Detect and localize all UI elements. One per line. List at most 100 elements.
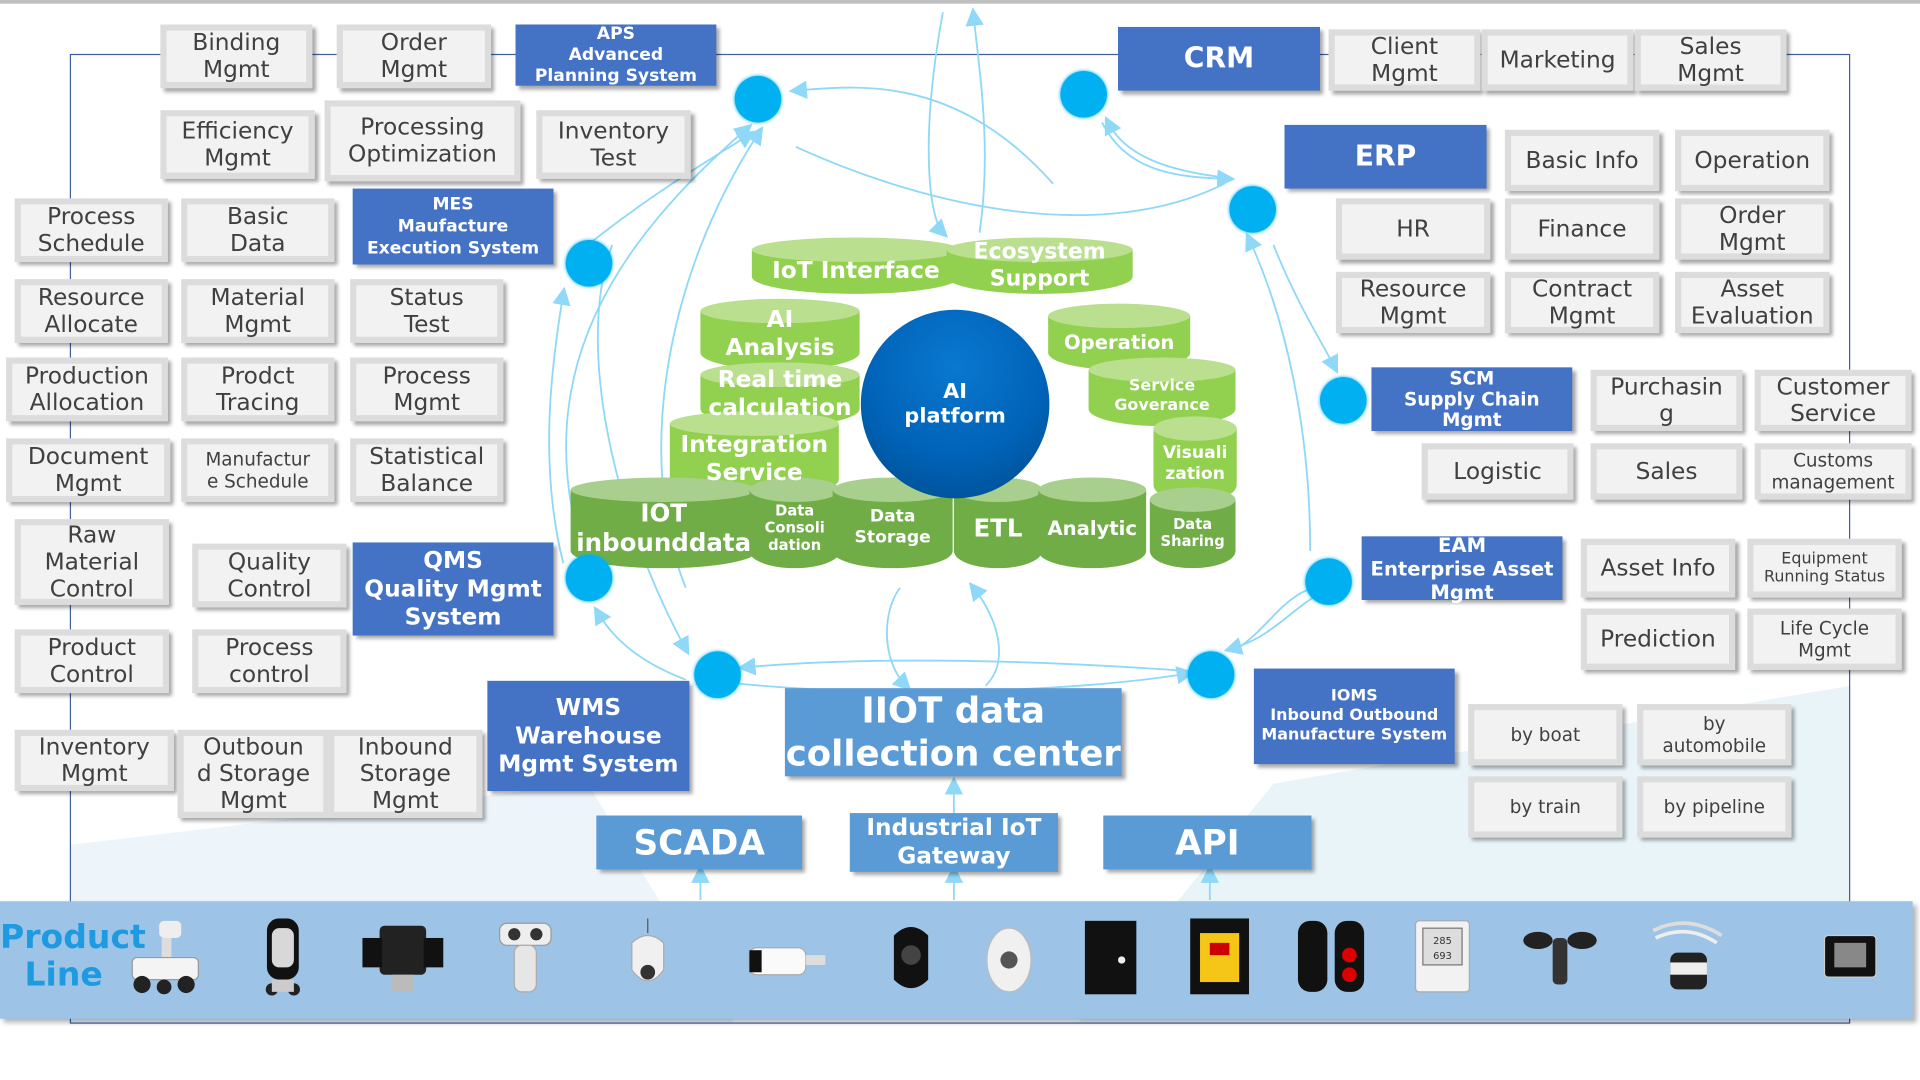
scm-system: SCM Supply Chain Mgmt bbox=[1371, 367, 1573, 432]
fisheye-camera-icon bbox=[986, 927, 1032, 993]
erp-module-contract-mgmt: Contract Mgmt bbox=[1504, 271, 1660, 334]
mes-module-resource-allocate: Resource Allocate bbox=[14, 279, 168, 343]
node-qms bbox=[565, 554, 613, 602]
beam-detector-icon bbox=[1297, 920, 1365, 992]
erp-module-order-mgmt: Order Mgmt bbox=[1675, 198, 1830, 260]
ioms-module-by-automobile: by automobile bbox=[1637, 704, 1792, 766]
mes-module-material-mgmt: Material Mgmt bbox=[181, 279, 335, 343]
mes-module-statistical-balance: Statistical Balance bbox=[350, 438, 504, 503]
module-iot-inbounddata: IOT inbounddata bbox=[570, 477, 757, 569]
aps-module-processing-optimization: Processing Optimization bbox=[324, 100, 521, 182]
aps-module-order-mgmt: Order Mgmt bbox=[336, 24, 492, 89]
alarm-panel-icon bbox=[1190, 918, 1249, 995]
access-terminal-icon bbox=[265, 918, 301, 996]
module-visualization: Visuali zation bbox=[1153, 416, 1237, 503]
node-aps bbox=[734, 75, 782, 123]
module-data-sharing: Data Sharing bbox=[1149, 487, 1236, 569]
module-analytic: Analytic bbox=[1038, 477, 1147, 569]
module-real-time-calculation: Real time calculation bbox=[700, 362, 860, 427]
svg-text:285: 285 bbox=[1433, 936, 1452, 947]
wms-system: WMS Warehouse Mgmt System bbox=[487, 680, 690, 792]
aps-module-efficiency-mgmt: Efficiency Mgmt bbox=[160, 110, 315, 179]
qms-module-raw-material-control: Raw Material Control bbox=[14, 519, 169, 605]
control-box-icon bbox=[1084, 920, 1137, 995]
erp-module-resource-mgmt: Resource Mgmt bbox=[1335, 271, 1491, 334]
eam-system: EAM Enterprise Asset Mgmt bbox=[1361, 533, 1563, 603]
floodlight-icon bbox=[1823, 934, 1877, 978]
mes-module-manufacture-schedule: Manufactur e Schedule bbox=[181, 438, 335, 503]
erp-module-asset-evaluation: Asset Evaluation bbox=[1675, 271, 1830, 334]
erp-system: ERP bbox=[1284, 124, 1487, 189]
ioms-module-by-boat: by boat bbox=[1468, 704, 1623, 766]
node-erp bbox=[1229, 186, 1276, 233]
erp-module-hr: HR bbox=[1335, 198, 1491, 260]
iiot-data-collection-center: IIOT data collection center bbox=[784, 688, 1122, 777]
mes-module-status-test: Status Test bbox=[350, 279, 504, 343]
mes-module-prodct-tracing: Prodct Tracing bbox=[181, 357, 335, 422]
speed-dome-icon bbox=[631, 918, 665, 982]
module-ai-analysis: AI Analysis bbox=[700, 298, 860, 370]
crm-module-marketing: Marketing bbox=[1481, 29, 1634, 91]
aps-module-inventory-test: Inventory Test bbox=[536, 110, 691, 179]
mes-module-document-mgmt: Document Mgmt bbox=[6, 438, 171, 503]
node-wms bbox=[694, 651, 741, 698]
module-data-consolidation: Data Consoli dation bbox=[749, 477, 841, 569]
qms-module-quality-control: Quality Control bbox=[192, 543, 347, 608]
ai-platform: AI platform bbox=[860, 309, 1050, 499]
mes-module-process-schedule: Process Schedule bbox=[14, 198, 168, 263]
module-integration-service: Integration Service bbox=[669, 411, 839, 498]
module-ecosystem-support: Ecosystem Support bbox=[946, 237, 1133, 294]
bullet-camera-icon bbox=[748, 947, 826, 976]
top-border bbox=[0, 0, 1920, 4]
crm-system: CRM bbox=[1117, 26, 1321, 91]
wms-module-inventory-mgmt: Inventory Mgmt bbox=[14, 729, 174, 792]
aps-module-binding-mgmt: Binding Mgmt bbox=[160, 24, 313, 89]
module-iot-interface: IoT Interface bbox=[751, 237, 961, 294]
ioms-module-by-pipeline: by pipeline bbox=[1637, 776, 1792, 838]
thermal-camera-icon bbox=[498, 922, 552, 993]
erp-module-basic-info: Basic Info bbox=[1504, 129, 1660, 192]
qms-system: QMS Quality Mgmt System bbox=[352, 542, 554, 636]
scm-module-customer-service: Customer Service bbox=[1754, 369, 1912, 432]
mes-module-basic-data: Basic Data bbox=[181, 198, 335, 263]
scm-module-sales: Sales bbox=[1590, 443, 1743, 500]
api-hub: API bbox=[1103, 815, 1312, 870]
node-eam bbox=[1305, 558, 1352, 605]
ioms-module-by-train: by train bbox=[1468, 776, 1623, 838]
product-line-bar bbox=[0, 901, 1913, 1019]
node-crm bbox=[1060, 71, 1107, 118]
mes-system: MES Maufacture Execution System bbox=[352, 188, 554, 265]
sensor-probe-icon bbox=[1652, 921, 1723, 990]
anemometer-icon bbox=[1523, 931, 1597, 985]
erp-module-finance: Finance bbox=[1504, 198, 1660, 260]
node-scm bbox=[1320, 377, 1367, 424]
eam-module-prediction: Prediction bbox=[1580, 608, 1736, 670]
product-line-label: Product Line bbox=[0, 918, 146, 995]
scm-module-purchasing: Purchasin g bbox=[1590, 369, 1743, 432]
qms-module-product-control: Product Control bbox=[14, 629, 169, 694]
crm-module-client-mgmt: Client Mgmt bbox=[1328, 29, 1481, 91]
mes-module-process-mgmt: Process Mgmt bbox=[350, 357, 504, 422]
scm-module-logistic: Logistic bbox=[1421, 443, 1574, 500]
crm-module-sales-mgmt: Sales Mgmt bbox=[1634, 29, 1787, 91]
scm-module-customs-management: Customs management bbox=[1754, 443, 1912, 500]
wms-module-inbound-storage-mgmt: Inbound Storage Mgmt bbox=[328, 729, 483, 818]
eam-module-life-cycle-mgmt: Life Cycle Mgmt bbox=[1747, 608, 1902, 670]
aps-system: APS Advanced Planning System bbox=[515, 24, 717, 86]
mes-module-production-allocation: Production Allocation bbox=[6, 357, 168, 422]
patrol-robot-icon bbox=[131, 920, 199, 995]
erp-module-operation: Operation bbox=[1675, 129, 1830, 192]
eam-module-equipment-running-status: Equipment Running Status bbox=[1747, 538, 1902, 598]
eam-module-asset-info: Asset Info bbox=[1580, 538, 1736, 598]
node-ioms bbox=[1187, 651, 1235, 698]
industrial-iot-gateway: Industrial IoT Gateway bbox=[849, 813, 1058, 872]
wms-module-outbound-storage-mgmt: Outboun d Storage Mgmt bbox=[177, 729, 330, 818]
ioms-system: IOMS Inbound Outbound Manufacture System bbox=[1253, 668, 1455, 765]
ptz-camera-icon bbox=[362, 925, 444, 992]
node-mes bbox=[565, 240, 613, 287]
svg-text:693: 693 bbox=[1433, 951, 1452, 962]
scada-hub: SCADA bbox=[596, 815, 803, 870]
qms-module-process-control: Process control bbox=[192, 629, 347, 694]
